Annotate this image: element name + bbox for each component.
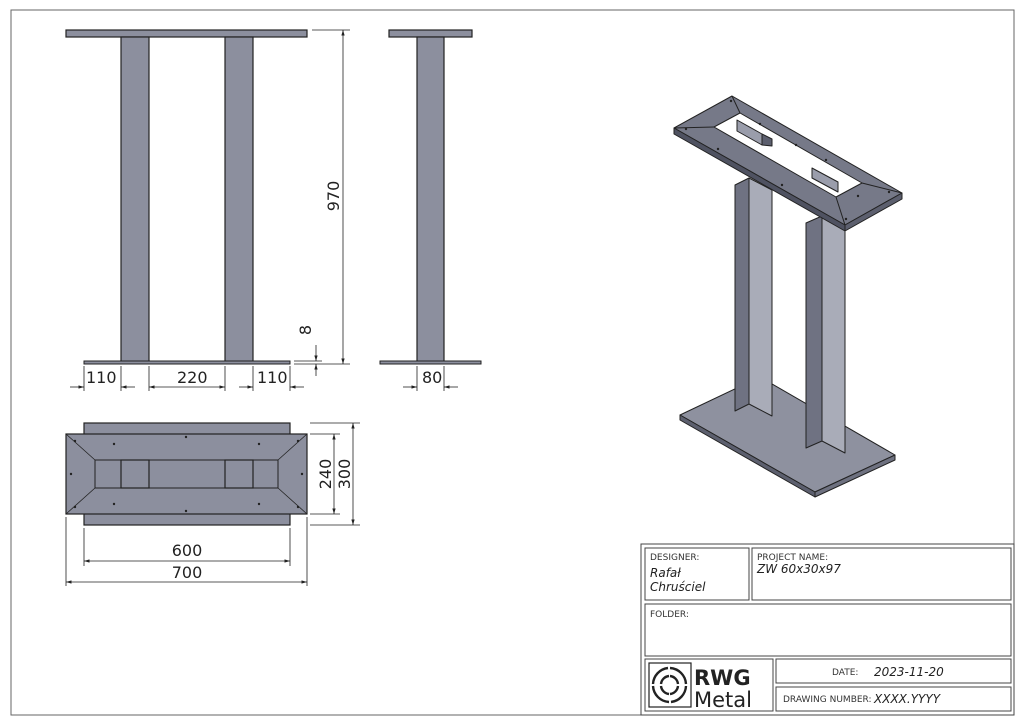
dim-plate-thickness: 8 [296,325,315,335]
designer-label: DESIGNER: [650,553,699,563]
side-top-plate [388,29,473,38]
project-name-value: ZW 60x30x97 [756,562,841,576]
iso-front-post-side [805,215,823,449]
designer-name-line2: Chruściel [650,580,706,594]
drawing-number-value: XXXX.YYYY [873,692,942,706]
designer-name-line1: Rafał [650,566,681,580]
side-width-dimension [403,366,458,391]
front-width-dimensions [70,366,304,391]
dim-top-outer-length: 700 [172,563,203,582]
side-view [379,29,482,365]
dim-height: 970 [324,181,343,212]
title-block [640,543,1015,716]
iso-rear-post-front [748,177,773,417]
top-left-post-section [120,459,150,489]
dim-side-width: 80 [422,368,442,387]
iso-front-post-front [821,215,846,454]
iso-rear-post-side [734,177,750,412]
top-view [65,422,308,526]
height-dimensions [294,29,350,376]
side-post [416,36,445,363]
date-label: DATE: [832,668,858,678]
top-view-dimensions [65,422,360,586]
top-right-post-section [224,459,254,489]
front-left-post [120,36,150,363]
dim-top-inner-depth: 240 [316,459,335,490]
dim-front-middle: 220 [177,368,208,387]
dim-top-inner-length: 600 [172,541,203,560]
project-name-label: PROJECT NAME: [757,553,828,563]
front-right-post [224,36,254,363]
dim-front-left: 110 [86,368,117,387]
front-base-plate [83,360,291,365]
sheet-border [10,9,1015,716]
logo-text-metal: Metal [694,688,752,712]
date-value: 2023-11-20 [874,665,944,679]
dim-top-outer-depth: 300 [335,459,354,490]
mounting-holes [69,435,304,513]
drawing-number-label: DRAWING NUMBER: [783,695,872,705]
isometric-view [673,95,903,498]
company-logo: RWG Metal [648,662,752,712]
side-base-plate [379,360,482,365]
front-top-plate [65,29,308,38]
folder-label: FOLDER: [650,610,689,620]
front-view [65,29,308,365]
dim-front-right: 110 [257,368,288,387]
logo-text-rwg: RWG [694,666,751,690]
